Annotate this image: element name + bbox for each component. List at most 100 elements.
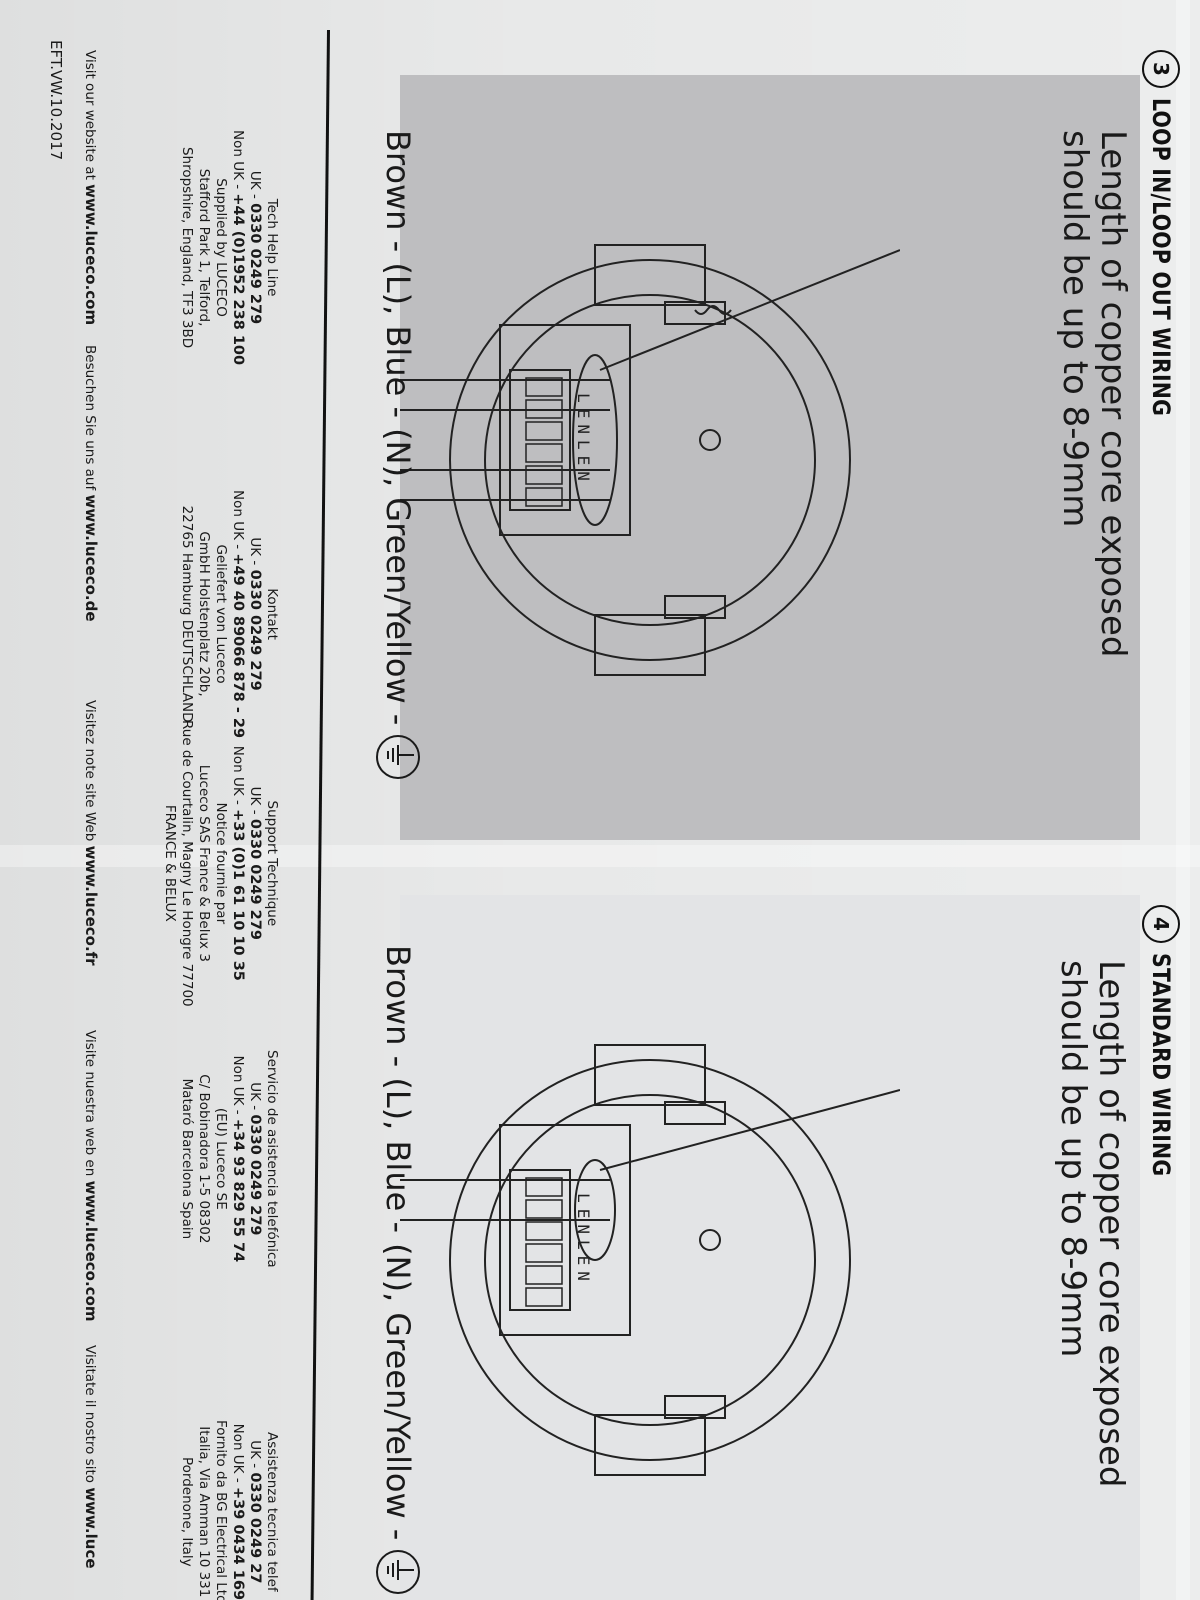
contact-uk-nonuk-phone: +44 (0)1952 238 100: [230, 193, 246, 366]
step3-wire-colours: Brown - (L), Blue - (N), Green/Yellow -: [379, 130, 417, 726]
earth-symbol-icon: [376, 735, 420, 780]
step4-terminal-screws: [525, 1177, 563, 1307]
step3-cable-in: [400, 379, 610, 411]
contact-fr-line3: Notice fournie par: [213, 802, 229, 925]
contact-it-phone: 0330 0249 27: [247, 1472, 263, 1584]
step4-terminal-letters: LENLEN: [574, 1193, 593, 1287]
contact-uk-line4: Stafford Park 1, Telford,: [196, 168, 212, 327]
step3-cable-out: [400, 469, 610, 501]
step4-note-line1: Length of copper core exposed: [1091, 960, 1131, 1488]
step4-terminal-housing: [499, 1124, 631, 1336]
step3-inner-body: [484, 294, 816, 626]
step4-note-line2: should be up to 8-9mm: [1053, 960, 1093, 1358]
step3-wire-legend: Brown - (L), Blue - (N), Green/Yellow -: [376, 130, 420, 780]
step4-left-spring-clip: [594, 1044, 706, 1106]
contact-uk-nonuk-label: Non UK -: [230, 130, 246, 194]
contact-es-line3: (EU) Luceco SE: [213, 1107, 229, 1210]
contact-uk-line3: Supplied by LUCECO: [213, 178, 229, 317]
contact-fr: Support Technique UK - 0330 0249 279 Non…: [161, 720, 280, 1007]
contact-de-line4: GmbH Holstenplatz 20b,: [196, 531, 212, 697]
web-it: Visitate il nostro sito www.luce: [82, 1345, 100, 1569]
contact-de: Kontakt UK - 0330 0249 279 Non UK - +49 …: [178, 490, 280, 738]
step3-terminal-screws: [525, 377, 563, 507]
contact-de-title: Kontakt: [264, 588, 280, 640]
contact-de-line3: Geliefert von Luceco: [213, 544, 229, 684]
step3-heading: 3 LOOP IN/LOOP OUT WIRING: [1142, 50, 1180, 472]
step4-inner-body: [484, 1094, 816, 1426]
step4-cable: [400, 1179, 610, 1221]
contact-es-line4: C/ Bobinadora 1-5 08302: [196, 1074, 212, 1244]
contact-it-line4: Italia, Via Amman 10 331: [196, 1426, 212, 1598]
step3-leader-line: [599, 249, 900, 371]
contact-de-nonuk-phone: +49 40 89066 878 - 29: [230, 553, 246, 739]
step3-note: Length of copper core exposed should be …: [1055, 130, 1133, 658]
contact-uk-phone: 0330 0249 279: [247, 203, 263, 325]
contact-de-phone: 0330 0249 279: [247, 569, 263, 691]
step4-leader-line: [599, 1089, 900, 1171]
web-uk-link: www.luceco.com: [82, 184, 100, 326]
step3-note-line2: should be up to 8-9mm: [1055, 130, 1095, 528]
step4-mount-screw: [699, 1229, 721, 1251]
contact-fr-line6: FRANCE & BELUX: [162, 804, 178, 922]
step3-right-spring: [664, 595, 726, 619]
contact-es-nonuk-phone: +34 93 829 55 74: [230, 1118, 246, 1263]
step4-wire-callout-ellipse: [574, 1159, 616, 1261]
step4-right-spring: [664, 1395, 726, 1419]
step3-note-line1: Length of copper core exposed: [1093, 130, 1133, 658]
step4-heading: 4 STANDARD WIRING: [1142, 905, 1180, 1216]
contact-es-title: Servicio de asistencia telefónica: [264, 1050, 280, 1268]
contact-it: Assistenza tecnica telef UK - 0330 0249 …: [178, 1420, 280, 1600]
step3-terminal-letters: LENLEN: [574, 393, 593, 487]
web-uk-prefix: Visit our website at: [82, 50, 98, 185]
step3-number: 3: [1142, 50, 1180, 88]
step4-terminal-block: [509, 1169, 571, 1311]
step3-left-spring-clip: [594, 244, 706, 306]
step4-note: Length of copper core exposed should be …: [1053, 960, 1131, 1488]
contact-fr-nonuk-label: Non UK -: [230, 745, 246, 810]
web-fr: Visitez note site Web www.luceco.fr: [82, 700, 100, 966]
web-de-prefix: Besuchen Sie uns auf: [82, 345, 98, 495]
step4-outer-bezel: [449, 1059, 851, 1461]
contact-de-nonuk-label: Non UK -: [230, 490, 246, 554]
step4-number: 4: [1142, 905, 1180, 943]
step3-title: LOOP IN/LOOP OUT WIRING: [1147, 98, 1175, 417]
web-it-link: www.luce: [82, 1487, 100, 1569]
step4-right-spring-clip: [594, 1414, 706, 1476]
step3-wire-callout-ellipse: [572, 354, 618, 526]
contact-de-line5: 22765 Hamburg DEUTSCHLAND: [179, 505, 195, 723]
contact-es-nonuk-label: Non UK -: [230, 1055, 246, 1119]
contact-es-phone: 0330 0249 279: [247, 1114, 263, 1236]
contact-fr-label: UK -: [247, 786, 263, 819]
contact-fr-line4: Luceco SAS France & Belux 3: [196, 764, 212, 962]
contact-uk-label: UK -: [247, 170, 263, 204]
step4-downlight-diagram: LENLEN: [400, 1044, 900, 1476]
contact-de-label: UK -: [247, 537, 263, 570]
web-es: Visite nuestra web en www.luceco.com: [82, 1030, 100, 1322]
step4-title: STANDARD WIRING: [1147, 953, 1175, 1177]
step3-downlight-diagram: LENLEN: [400, 244, 900, 676]
document-reference: EFT.VW.10.2017: [47, 40, 65, 161]
step3-terminal-housing: [499, 324, 631, 536]
contact-es: Servicio de asistencia telefónica UK - 0…: [178, 1050, 280, 1268]
step3-outer-bezel: [449, 259, 851, 661]
contact-it-nonuk-phone: +39 0434 169: [230, 1487, 246, 1600]
contact-fr-nonuk-phone: +33 (0)1 61 10 10 35: [230, 809, 246, 981]
earth-symbol-icon: [376, 1550, 420, 1595]
contact-it-label: UK -: [247, 1440, 263, 1473]
contact-fr-title: Support Technique: [264, 800, 280, 927]
contact-es-line5: Mataró Barcelona Spain: [179, 1078, 195, 1240]
step4-wire-legend: Brown - (L), Blue - (N), Green/Yellow -: [376, 945, 420, 1595]
step4-wire-colours: Brown - (L), Blue - (N), Green/Yellow -: [379, 945, 417, 1541]
web-uk: Visit our website at www.luceco.com: [82, 50, 100, 325]
contact-fr-line5: Rue de Courtalin, Magny Le Hongre 77700: [179, 720, 195, 1007]
step3-right-spring-clip: [594, 614, 706, 676]
web-de: Besuchen Sie uns auf www.luceco.de: [82, 345, 100, 622]
web-es-prefix: Visite nuestra web en: [82, 1030, 98, 1181]
web-fr-prefix: Visitez note site Web: [82, 700, 98, 846]
contact-it-nonuk-label: Non UK -: [230, 1423, 246, 1487]
contact-uk-line5: Shropshire, England, TF3 3BD: [179, 146, 195, 349]
web-fr-link: www.luceco.fr: [82, 845, 100, 966]
web-de-link: www.luceco.de: [82, 494, 100, 622]
contact-it-line5: Pordenone, Italy: [179, 1457, 195, 1567]
